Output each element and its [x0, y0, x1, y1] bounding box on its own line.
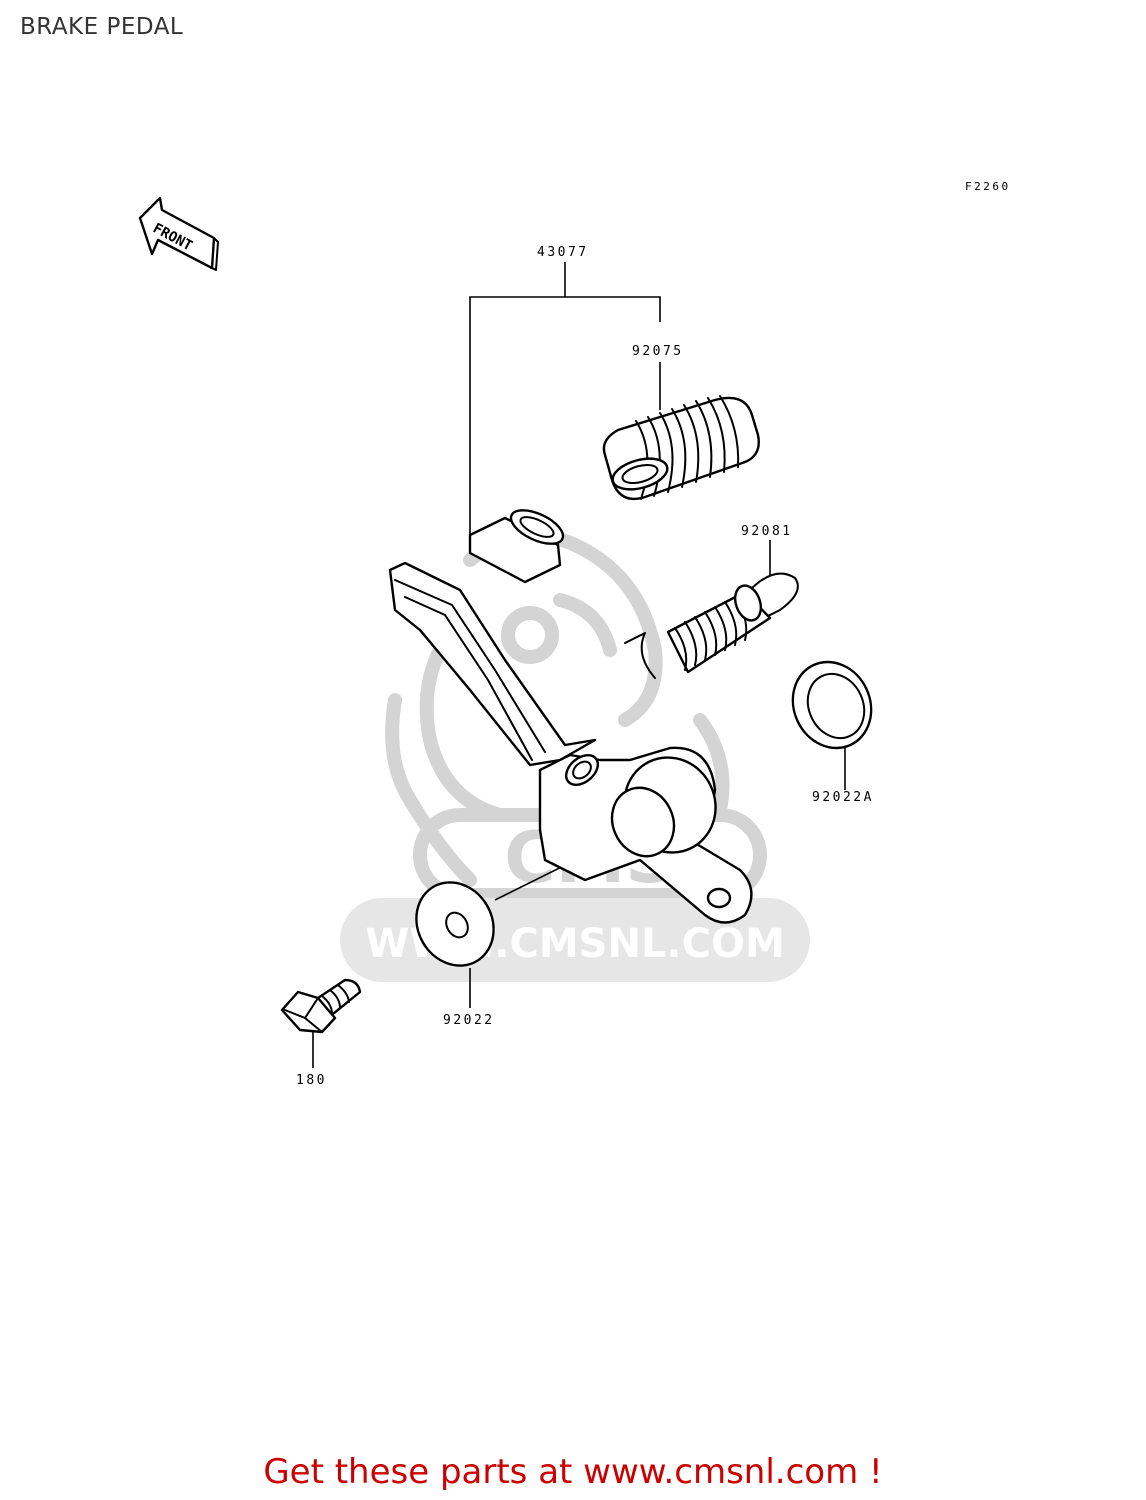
front-arrow-icon: FRONT [138, 196, 219, 271]
part-labels: 43077 92075 92081 92022A 92022 180 [296, 245, 874, 1088]
part-label-92075[interactable]: 92075 [632, 344, 684, 359]
washer-92022 [415, 881, 495, 967]
part-label-180[interactable]: 180 [296, 1073, 327, 1088]
part-label-92022A[interactable]: 92022A [812, 790, 874, 805]
washer-92022A [791, 660, 873, 750]
figure-code: F2260 [965, 180, 1011, 193]
part-label-92022[interactable]: 92022 [443, 1013, 495, 1028]
return-spring-92081 [624, 572, 799, 679]
pedal-rubber-92075 [602, 395, 760, 501]
part-label-92081[interactable]: 92081 [741, 524, 793, 539]
part-label-43077[interactable]: 43077 [537, 245, 589, 260]
promo-link[interactable]: Get these parts at www.cmsnl.com ! [263, 1452, 883, 1492]
bolt-180 [280, 978, 362, 1034]
page-title: BRAKE PEDAL [20, 14, 184, 40]
brake-pedal-arm-43077 [388, 509, 753, 924]
